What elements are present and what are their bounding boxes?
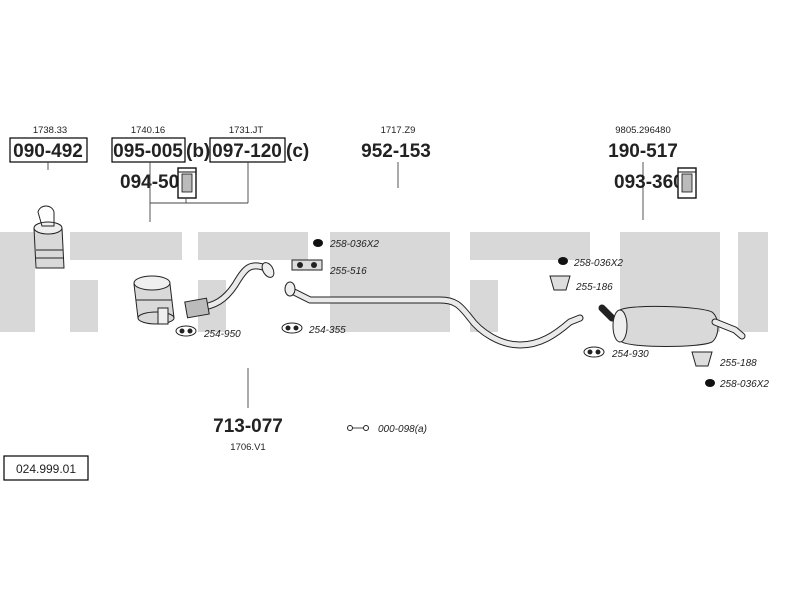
catalytic-converter[interactable] <box>33 205 65 269</box>
part-code: 1738.33 <box>33 125 67 136</box>
bracket-icon <box>291 259 323 271</box>
ref-258-036X2-front[interactable]: 258-036X2 <box>313 239 379 250</box>
ref-255-186[interactable]: 255-186 <box>549 275 613 293</box>
ref-000-098a[interactable]: 000-098(a) <box>347 424 427 435</box>
middle-pipe[interactable] <box>284 281 584 349</box>
part-number: 095-005 <box>113 141 183 162</box>
ref-label: 255-186 <box>575 282 613 293</box>
leader-lines-left <box>149 162 249 222</box>
ref-255-188[interactable]: 255-188 <box>691 351 757 369</box>
mounting-kit-bag-icon <box>177 167 197 199</box>
gasket-icon <box>281 322 303 334</box>
ref-label: 258-036X2 <box>329 239 379 250</box>
ref-label: 258-036X2 <box>573 258 623 269</box>
bracket-icon <box>691 351 713 367</box>
ref-254-930[interactable]: 254-930 <box>583 346 649 360</box>
kit-part-number: 093-360 <box>614 172 684 193</box>
ref-258-036X2-middle[interactable]: 258-036X2 <box>558 257 623 269</box>
part-suffix: (b) <box>186 141 210 162</box>
kit-part-number: 094-503 <box>120 172 190 193</box>
part-group-095-005[interactable]: 1740.16 095-005 (b) <box>111 125 210 163</box>
ref-254-950[interactable]: 254-950 <box>175 325 241 340</box>
rubber-mount-icon <box>558 257 568 265</box>
part-number: 952-153 <box>361 141 431 162</box>
part-code: 1731.JT <box>229 125 264 136</box>
part-suffix: (c) <box>286 141 309 162</box>
rear-silencer[interactable] <box>598 304 746 347</box>
part-number: 097-120 <box>212 141 282 162</box>
part-number: 190-517 <box>608 141 678 162</box>
ref-255-516[interactable]: 255-516 <box>291 259 367 277</box>
part-code: 1740.16 <box>131 125 165 136</box>
part-number: 713-077 <box>213 416 283 437</box>
particulate-filter[interactable] <box>133 275 175 325</box>
part-group-190-517[interactable]: 9805.296480 190-517 <box>608 125 678 220</box>
flex-front-pipe[interactable] <box>184 261 277 319</box>
ref-label: 258-036X2 <box>719 379 769 390</box>
ref-label: 254-950 <box>203 329 241 340</box>
gasket-icon <box>175 325 197 337</box>
ref-254-355[interactable]: 254-355 <box>281 322 346 336</box>
gasket-icon <box>583 346 605 358</box>
part-code: 9805.296480 <box>615 125 670 136</box>
kit-093-360[interactable]: 093-360 <box>614 167 697 199</box>
ref-label: 000-098(a) <box>378 424 427 435</box>
ref-label: 254-355 <box>308 325 346 336</box>
bracket-icon <box>549 275 571 291</box>
ref-label: 254-930 <box>611 349 649 360</box>
part-group-952-153[interactable]: 1717.Z9 952-153 <box>361 125 431 188</box>
rubber-mount-icon <box>705 379 715 387</box>
rubber-mount-icon <box>313 239 323 247</box>
mounting-kit-bag-icon <box>677 167 697 199</box>
diagram-number-text: 024.999.01 <box>16 462 76 476</box>
clamp-icon <box>347 425 369 431</box>
part-number-box <box>209 137 286 163</box>
part-code: 1706.V1 <box>230 442 265 453</box>
part-number-box <box>9 137 88 163</box>
part-group-713-077[interactable]: 713-077 1706.V1 <box>213 368 283 453</box>
ref-258-036X2-rear[interactable]: 258-036X2 <box>705 379 769 390</box>
part-number-box <box>111 137 186 163</box>
diagram-number: 024.999.01 <box>3 455 89 481</box>
part-group-097-120[interactable]: 1731.JT 097-120 (c) <box>209 125 309 163</box>
part-group-090-492[interactable]: 1738.33 090-492 <box>9 125 88 170</box>
part-number: 090-492 <box>13 141 83 162</box>
part-code: 1717.Z9 <box>381 125 416 136</box>
kit-094-503[interactable]: 094-503 <box>120 167 197 199</box>
ref-label: 255-516 <box>329 266 367 277</box>
ref-label: 255-188 <box>719 358 757 369</box>
